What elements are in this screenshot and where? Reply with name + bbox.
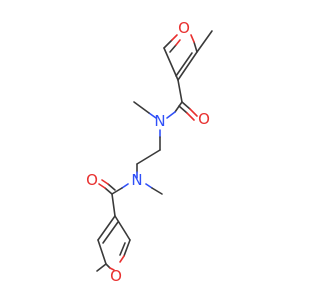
- bond: [190, 34, 195, 43]
- bond: [111, 193, 116, 217]
- ethylene-bridge: [136, 149, 161, 179]
- bond: [121, 183, 129, 189]
- bond: [193, 41, 198, 53]
- bond: [163, 39, 173, 49]
- bond: [96, 263, 107, 272]
- bond: [189, 108, 198, 117]
- furan-ring-bottom: [96, 215, 131, 272]
- amide-top: [133, 79, 198, 151]
- bond: [136, 149, 161, 165]
- bond: [123, 239, 131, 257]
- bond: [181, 101, 191, 110]
- bond: [145, 183, 153, 189]
- bond: [196, 30, 213, 53]
- bond: [98, 183, 106, 189]
- bond: [148, 112, 157, 119]
- bond: [178, 105, 188, 114]
- bond: [177, 51, 198, 81]
- bond: [105, 263, 111, 269]
- atom-n-top: N: [154, 112, 165, 130]
- bond: [133, 101, 150, 114]
- bond: [109, 267, 115, 271]
- bond: [175, 52, 193, 77]
- bond: [169, 44, 177, 53]
- bond: [163, 47, 179, 81]
- bond: [114, 215, 131, 241]
- bond: [97, 239, 107, 265]
- bond: [166, 111, 176, 119]
- bond: [171, 34, 178, 41]
- bond: [119, 255, 125, 263]
- bond: [174, 101, 183, 113]
- atom-o-furan-top: O: [178, 19, 190, 37]
- atom-n-bottom: N: [131, 171, 142, 189]
- bond: [177, 79, 183, 103]
- bond: [102, 221, 119, 244]
- atom-o-carbonyl-bottom: O: [86, 171, 98, 189]
- bond: [107, 183, 116, 191]
- furan-ring-top: [163, 30, 213, 81]
- molecule-structure: O O N N O: [86, 19, 213, 285]
- bond: [97, 215, 116, 241]
- bond: [186, 112, 195, 121]
- bond: [104, 187, 113, 195]
- amide-bottom: [98, 179, 163, 217]
- bond: [101, 179, 109, 185]
- bond: [119, 242, 126, 256]
- atom-o-furan-bottom: O: [110, 267, 122, 285]
- bond: [111, 187, 123, 195]
- bond: [151, 187, 163, 195]
- bond: [175, 39, 181, 46]
- atom-o-carbonyl-top: O: [198, 110, 210, 128]
